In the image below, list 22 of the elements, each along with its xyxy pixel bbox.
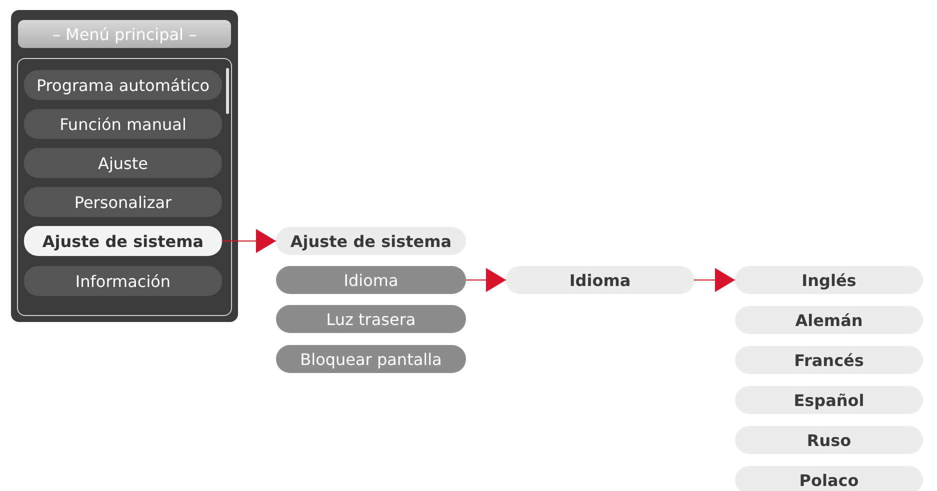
menu-item: Programa automático xyxy=(24,70,222,100)
submenu-item: Ruso xyxy=(735,426,923,454)
submenu-item: Alemán xyxy=(735,306,923,334)
menu-item: Ajuste xyxy=(24,148,222,178)
arrow xyxy=(222,229,276,253)
arrow xyxy=(694,268,736,292)
arrow xyxy=(466,268,506,292)
submenu-item: Idioma xyxy=(276,266,466,294)
selected-menu-item: Ajuste de sistema xyxy=(24,226,222,256)
menu-item: Información xyxy=(24,266,222,296)
submenu-item: Inglés xyxy=(735,266,923,294)
submenu-item: Ajuste de sistema xyxy=(276,227,466,255)
menu-item: Personalizar xyxy=(24,187,222,217)
submenu-item: Francés xyxy=(735,346,923,374)
menu-panel xyxy=(11,10,238,322)
menu-item: Función manual xyxy=(24,109,222,139)
submenu-item: Bloquear pantalla xyxy=(276,345,466,373)
submenu-item: Idioma xyxy=(506,266,694,294)
menu-title: – Menú principal – xyxy=(18,20,231,48)
submenu-item: Polaco xyxy=(735,466,923,491)
submenu-item: Luz trasera xyxy=(276,305,466,333)
submenu-item: Español xyxy=(735,386,923,414)
